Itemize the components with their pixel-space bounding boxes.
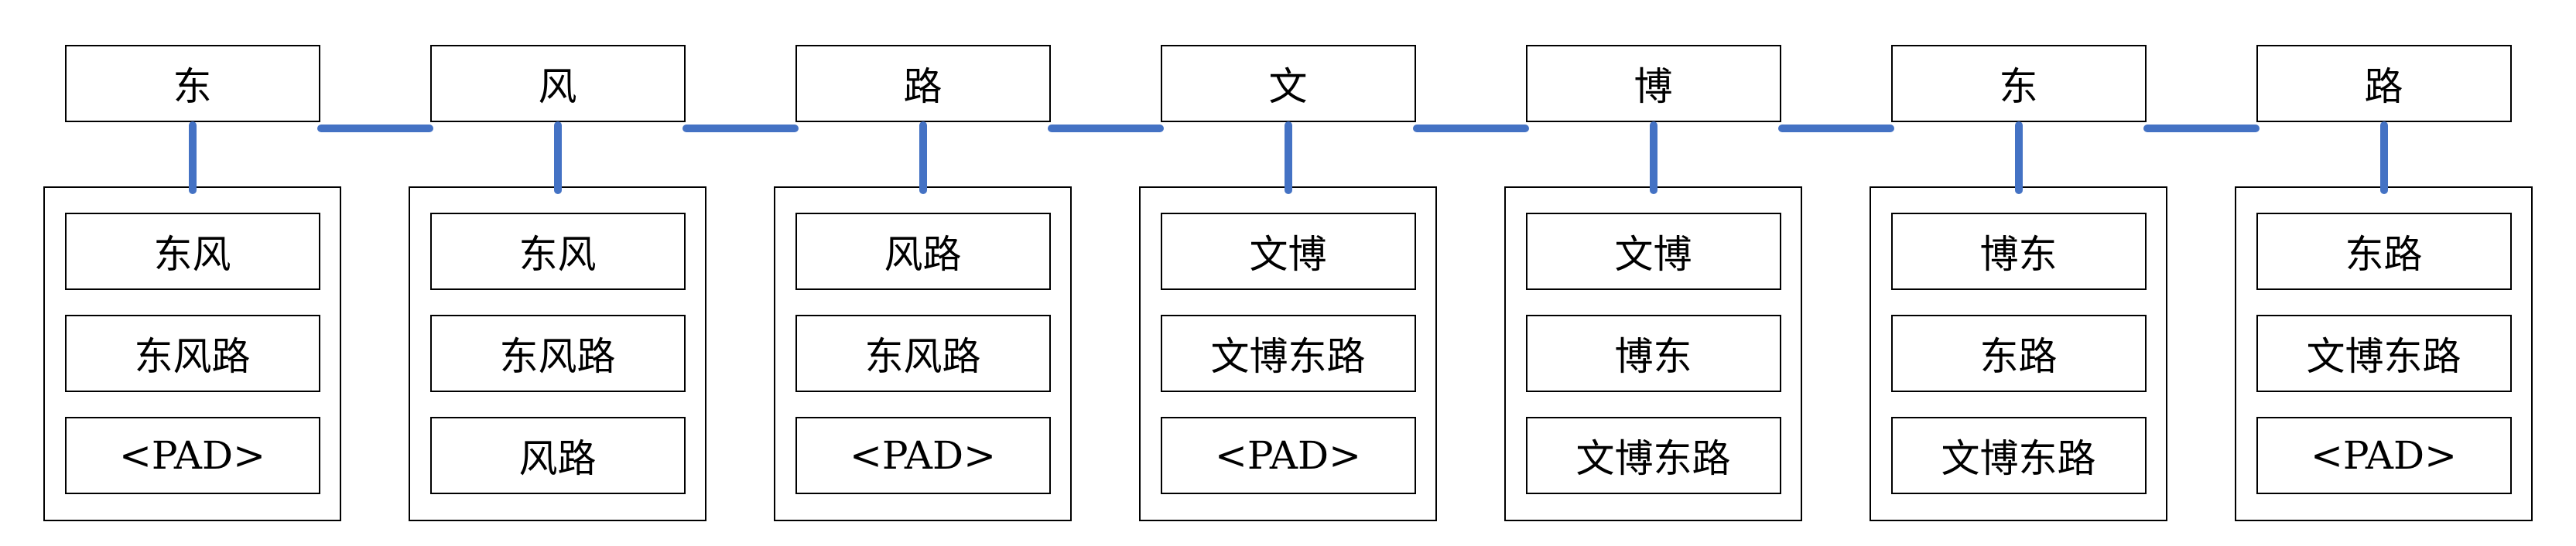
- candidate-box: 文博东路: [2256, 315, 2512, 392]
- vertical-connector: [2379, 121, 2388, 194]
- candidate-box: <PAD>: [795, 417, 1051, 494]
- character-box: 路: [795, 45, 1051, 122]
- vertical-connector: [1284, 121, 1292, 194]
- candidate-box: 文博: [1160, 213, 1416, 290]
- candidate-box: 博东: [1525, 315, 1781, 392]
- candidate-box: 东路: [2256, 213, 2512, 290]
- candidate-box: <PAD>: [64, 417, 320, 494]
- horizontal-connector: [2143, 125, 2260, 132]
- vertical-connector: [2014, 121, 2023, 194]
- candidate-group: 文博 文博东路 <PAD>: [1139, 186, 1437, 521]
- candidate-box: 风路: [429, 417, 686, 494]
- candidate-box: 东风: [429, 213, 686, 290]
- horizontal-connector: [316, 125, 433, 132]
- candidate-box: 文博东路: [1160, 315, 1416, 392]
- horizontal-connector: [1777, 125, 1894, 132]
- candidate-group: 东路 文博东路 <PAD>: [2235, 186, 2533, 521]
- column-1: 东 东风 东风路 <PAD>: [43, 45, 433, 521]
- character-box: 博: [1525, 45, 1781, 122]
- candidate-box: 东风路: [795, 315, 1051, 392]
- column-3: 路 风路 东风路 <PAD>: [774, 45, 1164, 521]
- candidate-box: 东路: [1890, 315, 2147, 392]
- vertical-connector: [919, 121, 927, 194]
- candidate-box: <PAD>: [1160, 417, 1416, 494]
- horizontal-connector: [1047, 125, 1164, 132]
- horizontal-connector: [1412, 125, 1529, 132]
- column-7: 路 东路 文博东路 <PAD>: [2235, 45, 2533, 521]
- candidate-box: 文博东路: [1890, 417, 2147, 494]
- candidate-group: 文博 博东 文博东路: [1504, 186, 1802, 521]
- candidate-group: 风路 东风路 <PAD>: [774, 186, 1072, 521]
- candidate-box: 东风路: [429, 315, 686, 392]
- candidate-box: 文博: [1525, 213, 1781, 290]
- vertical-connector: [1649, 121, 1657, 194]
- horizontal-connector: [682, 125, 799, 132]
- character-box: 东: [64, 45, 320, 122]
- column-5: 博 文博 博东 文博东路: [1504, 45, 1894, 521]
- candidate-group: 东风 东风路 <PAD>: [43, 186, 341, 521]
- candidate-box: 博东: [1890, 213, 2147, 290]
- character-box: 风: [429, 45, 686, 122]
- candidate-group: 东风 东风路 风路: [409, 186, 706, 521]
- columns-row: 东 东风 东风路 <PAD> 风 东风 东风路 风路 路 风路: [43, 45, 2533, 521]
- candidate-box: 东风: [64, 213, 320, 290]
- vertical-connector: [553, 121, 562, 194]
- character-box: 文: [1160, 45, 1416, 122]
- character-box: 路: [2256, 45, 2512, 122]
- candidate-box: <PAD>: [2256, 417, 2512, 494]
- candidate-group: 博东 东路 文博东路: [1870, 186, 2167, 521]
- candidate-box: 文博东路: [1525, 417, 1781, 494]
- character-box: 东: [1890, 45, 2147, 122]
- column-2: 风 东风 东风路 风路: [409, 45, 799, 521]
- vertical-connector: [188, 121, 197, 194]
- candidate-box: 东风路: [64, 315, 320, 392]
- column-6: 东 博东 东路 文博东路: [1870, 45, 2260, 521]
- column-4: 文 文博 文博东路 <PAD>: [1139, 45, 1529, 521]
- candidate-box: 风路: [795, 213, 1051, 290]
